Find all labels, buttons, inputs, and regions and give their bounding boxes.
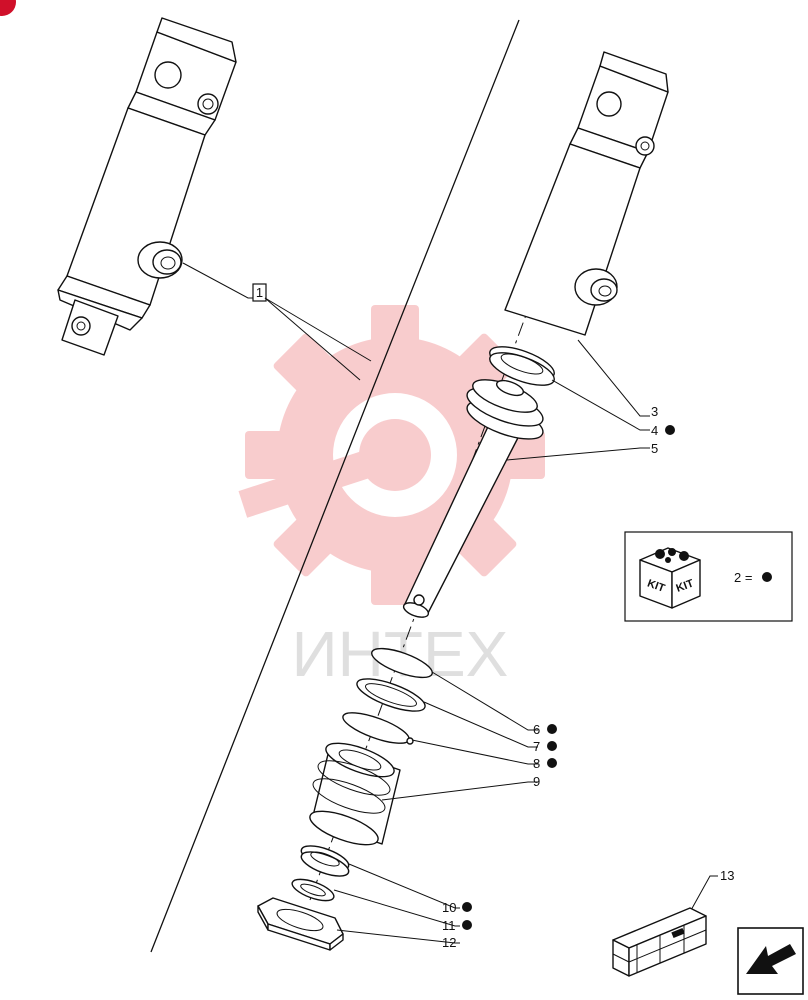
part-10-wiper-seal bbox=[300, 845, 350, 877]
kit-legend: KIT KIT 2 = bbox=[624, 531, 793, 622]
callout-box-1-label: 1 bbox=[256, 285, 263, 300]
kit-dot-11-icon bbox=[462, 920, 472, 930]
callout-11-label: 11 bbox=[442, 918, 456, 933]
leader-9 bbox=[381, 781, 538, 801]
callout-1-leader-2 bbox=[264, 297, 372, 362]
kit-label-left: KIT bbox=[646, 578, 667, 595]
callout-9-label: 9 bbox=[533, 774, 540, 789]
leader-lines bbox=[333, 339, 718, 944]
part-8-snap-ring bbox=[342, 712, 414, 745]
corner-badge-icon bbox=[0, 0, 16, 16]
callout-12-label: 12 bbox=[442, 935, 456, 950]
leader-7 bbox=[423, 701, 538, 748]
kit-dot-10-icon bbox=[462, 902, 472, 912]
leader-12 bbox=[336, 929, 460, 944]
leader-11 bbox=[333, 889, 460, 927]
part-6-o-ring bbox=[371, 647, 433, 679]
callout-10-label: 10 bbox=[442, 900, 456, 915]
kit-dot-4-icon bbox=[665, 425, 675, 435]
separator-line bbox=[150, 19, 520, 953]
part-11-washer bbox=[291, 878, 335, 902]
leader-4 bbox=[551, 379, 650, 431]
part-3-cylinder-barrel bbox=[504, 51, 669, 336]
next-page-arrow-icon[interactable] bbox=[737, 927, 804, 995]
kit-box-icon: KIT KIT bbox=[639, 547, 701, 609]
callout-6-label: 6 bbox=[533, 722, 540, 737]
assembled-cylinder-part-1 bbox=[57, 17, 237, 356]
callout-1-leader-3 bbox=[264, 297, 361, 381]
callout-box-1: 1 bbox=[252, 283, 267, 302]
part-13-crate-icon bbox=[612, 907, 707, 977]
kit-dot-6-icon bbox=[547, 724, 557, 734]
callout-4-label: 4 bbox=[651, 423, 658, 438]
kit-equation-label: 2 = bbox=[734, 570, 752, 585]
kit-dot-legend-icon bbox=[762, 572, 772, 582]
watermark-gear-logo bbox=[238, 305, 545, 605]
callout-3-label: 3 bbox=[651, 404, 658, 419]
kit-dot-7-icon bbox=[547, 741, 557, 751]
callout-7-label: 7 bbox=[533, 739, 540, 754]
kit-dot-8-icon bbox=[547, 758, 557, 768]
leader-6 bbox=[431, 671, 538, 731]
leader-3 bbox=[577, 339, 650, 417]
leader-10 bbox=[348, 863, 460, 909]
leader-13 bbox=[689, 875, 718, 913]
kit-label-right: KIT bbox=[675, 577, 696, 594]
part-5-piston-rod bbox=[402, 379, 544, 618]
part-12-hex-nut bbox=[257, 897, 344, 951]
part-7-backup-ring bbox=[356, 678, 426, 712]
callout-8-label: 8 bbox=[533, 756, 540, 771]
leader-5 bbox=[506, 447, 650, 461]
part-9-gland bbox=[309, 742, 401, 846]
callout-5-label: 5 bbox=[651, 441, 658, 456]
callout-1-leader bbox=[182, 262, 253, 299]
callout-13-label: 13 bbox=[720, 868, 734, 883]
leader-8 bbox=[411, 739, 538, 765]
